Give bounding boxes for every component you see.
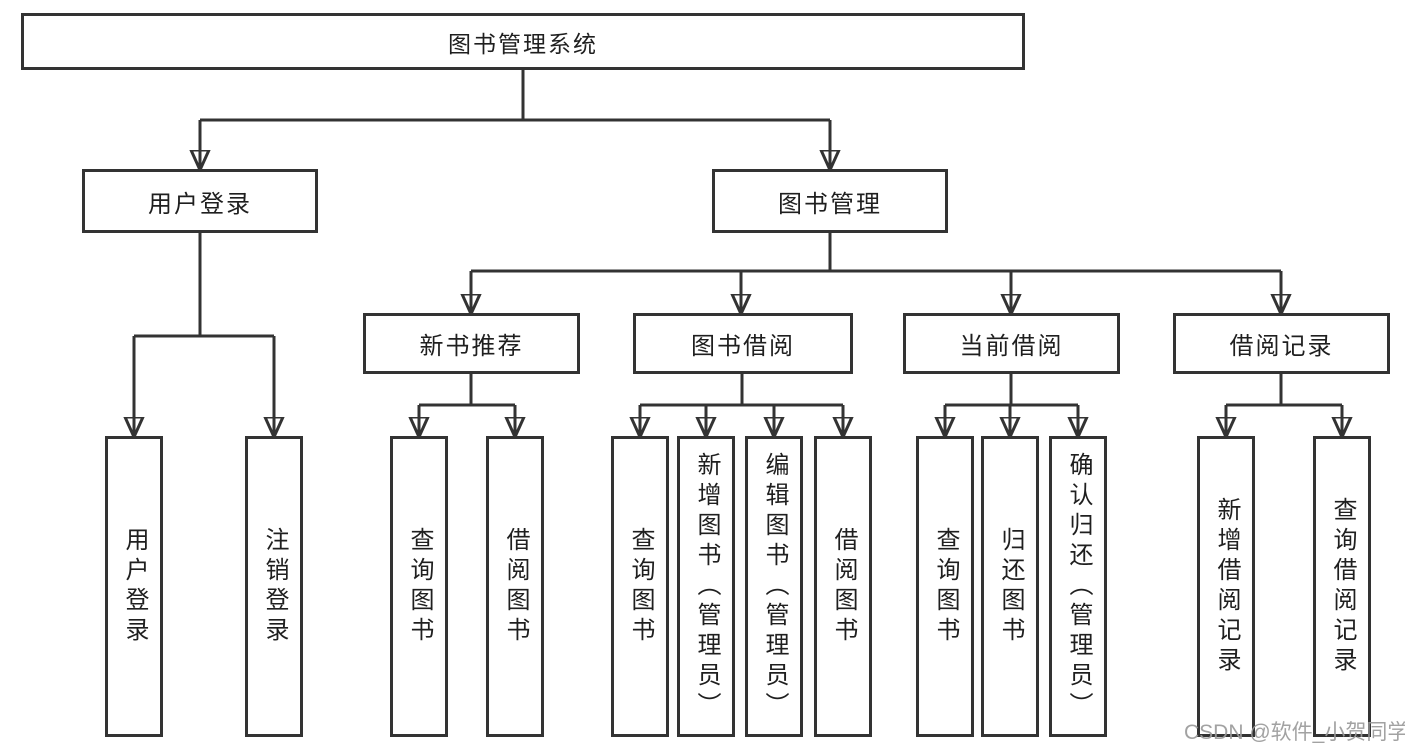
leaf-add-books-admin: 新增图书（管理员） (677, 436, 735, 737)
leaf-label: 编辑图书（管理员） (761, 451, 788, 722)
leaf-query-books: 查询图书 (390, 436, 448, 737)
leaf-borrow-books: 借阅图书 (486, 436, 544, 737)
leaf-borrow-books: 借阅图书 (814, 436, 872, 737)
leaf-label: 新增借阅记录 (1213, 496, 1240, 677)
leaf-query-borrow-record: 查询借阅记录 (1313, 436, 1371, 737)
leaf-logout: 注销登录 (245, 436, 303, 737)
node-label: 图书管理系统 (448, 30, 598, 57)
leaf-label: 借阅图书 (830, 526, 857, 647)
csdn-watermark: CSDN @软件_小贺同学 (1184, 721, 1405, 744)
leaf-confirm-return-admin: 确认归还（管理员） (1049, 436, 1107, 737)
leaf-query-books: 查询图书 (611, 436, 669, 737)
leaf-label: 查询图书 (932, 526, 959, 647)
leaf-return-books: 归还图书 (981, 436, 1039, 737)
node-book-borrow: 图书借阅 (633, 313, 853, 374)
node-label: 当前借阅 (959, 333, 1064, 360)
leaf-label: 用户登录 (121, 526, 148, 647)
node-label: 新书推荐 (419, 333, 524, 360)
leaf-label: 归还图书 (997, 526, 1024, 647)
leaf-user-login: 用户登录 (105, 436, 163, 737)
leaf-label: 查询借阅记录 (1329, 496, 1356, 677)
leaf-add-borrow-record: 新增借阅记录 (1197, 436, 1255, 737)
leaf-label: 新增图书（管理员） (693, 451, 720, 722)
node-borrow-records: 借阅记录 (1173, 313, 1390, 374)
node-new-book-recommend: 新书推荐 (363, 313, 580, 374)
node-label: 图书借阅 (691, 333, 795, 360)
node-book-management: 图书管理 (712, 169, 948, 233)
leaf-label: 借阅图书 (502, 526, 529, 647)
leaf-label: 查询图书 (627, 526, 654, 647)
node-label: 图书管理 (778, 190, 882, 218)
node-label: 借阅记录 (1229, 333, 1334, 360)
node-user-login: 用户登录 (82, 169, 318, 233)
node-current-borrow: 当前借阅 (903, 313, 1120, 374)
leaf-label: 确认归还（管理员） (1065, 451, 1092, 722)
leaf-label: 注销登录 (261, 526, 288, 647)
node-label: 用户登录 (148, 190, 252, 218)
leaf-edit-books-admin: 编辑图书（管理员） (745, 436, 803, 737)
node-library-management-system: 图书管理系统 (21, 13, 1025, 70)
leaf-query-books: 查询图书 (916, 436, 974, 737)
leaf-label: 查询图书 (406, 526, 433, 647)
